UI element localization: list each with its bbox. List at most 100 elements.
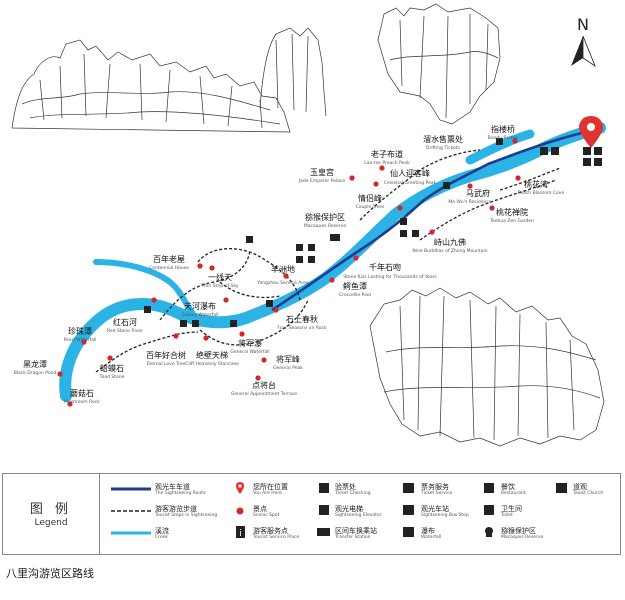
svg-text:溜水售票处: 溜水售票处 bbox=[423, 134, 463, 144]
svg-text:Yangzhou Service Area: Yangzhou Service Area bbox=[256, 280, 309, 286]
svg-text:Centennial House: Centennial House bbox=[149, 265, 189, 271]
tourist-trail bbox=[95, 149, 561, 373]
spot-mawufu: 马武府 Ma Wu's Residence bbox=[448, 183, 492, 205]
mountain-sketch-top-center bbox=[259, 3, 501, 125]
svg-text:i: i bbox=[239, 529, 242, 538]
you-are-here-marker bbox=[579, 116, 603, 148]
svg-text:珍珠潭: 珍珠潭 bbox=[68, 326, 92, 336]
spot-jiangjunpu: 将军瀑 General Waterfall bbox=[230, 331, 270, 355]
spot-laozibudao: 老子布道 Lao-tse Preach Peak bbox=[364, 149, 410, 171]
spot-juebitianti: 绝壁天梯 Cliff Heavenly Staircase bbox=[185, 335, 239, 367]
svg-text:天河瀑布: 天河瀑布 bbox=[184, 301, 216, 311]
toilet-icon bbox=[484, 505, 494, 515]
svg-text:黑龙潭: 黑龙潭 bbox=[23, 359, 47, 369]
spot-taohuachanyuan: 桃花禅院 Taohua Zen Garden bbox=[489, 205, 534, 224]
creek-branch bbox=[93, 259, 199, 321]
svg-text:千年石吻: 千年石吻 bbox=[369, 262, 401, 272]
svg-text:N: N bbox=[577, 15, 589, 34]
spot-moguoshi: 蘑菇石 Mushroom Rock bbox=[64, 388, 100, 407]
mountain-sketch-top-left bbox=[11, 39, 291, 133]
elevator-icon bbox=[319, 505, 329, 515]
waterfall-icon bbox=[403, 527, 414, 537]
spot-hamashi: 蛤蟆石 Toad Stone bbox=[99, 355, 125, 380]
svg-text:Thin Strip of Sky: Thin Strip of Sky bbox=[201, 283, 239, 289]
restaurant-icon bbox=[484, 483, 494, 493]
spot-hongshihe: 红石河 Red Stone River bbox=[107, 297, 157, 334]
svg-text:情侣峰: 情侣峰 bbox=[358, 193, 382, 203]
creek bbox=[59, 122, 606, 402]
svg-text:General Appointment Terrace: General Appointment Terrace bbox=[231, 391, 297, 397]
sightseeing-route-swatch bbox=[111, 487, 151, 491]
you-are-here-icon bbox=[236, 482, 244, 494]
svg-text:Cliff Heavenly Staircase: Cliff Heavenly Staircase bbox=[185, 361, 239, 367]
spot-heilongtan: 黑龙潭 Black Dragon Pond bbox=[14, 359, 63, 377]
svg-text:蘑菇石: 蘑菇石 bbox=[70, 388, 94, 398]
svg-text:点将台: 点将台 bbox=[252, 380, 276, 390]
legend-title-en: Legend bbox=[34, 518, 68, 528]
legend-title-zh: 图 例 bbox=[29, 502, 73, 517]
legend-title: 图 例 Legend bbox=[3, 474, 100, 554]
scenic-spot-icon bbox=[236, 507, 244, 515]
svg-text:百年老屋: 百年老屋 bbox=[153, 254, 185, 264]
spot-eyutan: 鳄鱼潭 Crocodile Pool bbox=[329, 277, 371, 298]
svg-text:Red Stone River: Red Stone River bbox=[107, 328, 143, 334]
svg-text:马武府: 马武府 bbox=[466, 188, 490, 198]
creek-swatch bbox=[111, 531, 151, 535]
spot-yanghedi: 羊洲地 Yangzhou Service Area bbox=[256, 264, 309, 286]
spot-taohuawan: 桃花湾 Peach Blossom Cove bbox=[515, 175, 564, 196]
ticket-service-icon bbox=[403, 483, 414, 493]
spot-zhilouqiao: 指楼桥 Boodu Bridge bbox=[488, 124, 519, 144]
svg-text:Peach Blossom Cove: Peach Blossom Cove bbox=[518, 190, 565, 196]
svg-text:将军瀑: 将军瀑 bbox=[238, 338, 262, 348]
svg-text:指楼桥: 指楼桥 bbox=[491, 124, 515, 134]
svg-text:Macaques Reserve: Macaques Reserve bbox=[304, 223, 346, 229]
spot-xianrenyingke: 仙人迎客峰 Celestial Greeting Peak bbox=[373, 168, 437, 187]
svg-text:Boodu Bridge: Boodu Bridge bbox=[488, 135, 519, 141]
spot-chishanjiufo: 峙山九佛 Nine Buddhas of Zhong Mountain bbox=[412, 229, 488, 254]
svg-text:Drifting Tickets: Drifting Tickets bbox=[426, 145, 461, 151]
svg-text:Galaxy Waterfall: Galaxy Waterfall bbox=[181, 312, 218, 318]
svg-text:Black Dragon Pond: Black Dragon Pond bbox=[14, 370, 57, 376]
svg-text:Couple Trees: Couple Trees bbox=[356, 204, 385, 210]
svg-text:Pearl Waterfall: Pearl Waterfall bbox=[64, 337, 97, 343]
svg-text:Lao-tse Preach Peak: Lao-tse Preach Peak bbox=[364, 160, 410, 166]
spot-dianjiangtai: 点将台 General Appointment Terrace bbox=[231, 375, 297, 397]
spot-zhenzhutan: 珍珠潭 Pearl Waterfall bbox=[64, 326, 97, 345]
bus-stop-icon bbox=[403, 505, 414, 515]
svg-text:羊洲地: 羊洲地 bbox=[271, 264, 295, 274]
service-icons bbox=[144, 138, 602, 327]
tourist-trail-swatch bbox=[111, 510, 151, 512]
svg-text:Mushroom Rock: Mushroom Rock bbox=[64, 399, 100, 405]
svg-text:General Waterfall: General Waterfall bbox=[230, 349, 269, 355]
spot-bainianlaowu: 百年老屋 Centennial House bbox=[149, 254, 203, 271]
mountain-sketch-bottom-right bbox=[369, 287, 605, 447]
svg-text:一线天: 一线天 bbox=[208, 272, 232, 282]
svg-text:桃花湾: 桃花湾 bbox=[524, 179, 548, 189]
scenic-spots: 指楼桥 Boodu Bridge 溜水售票处 Drifting Tickets … bbox=[14, 124, 564, 407]
ticket-check-icon bbox=[319, 483, 329, 493]
svg-text:玉皇宫: 玉皇宫 bbox=[310, 167, 334, 177]
scenic-route-map: N bbox=[11, 3, 606, 447]
svg-text:General Peak: General Peak bbox=[273, 365, 303, 371]
svg-text:仙人迎客峰: 仙人迎客峰 bbox=[390, 168, 430, 178]
spot-shishangchunqiu: 石上春秋 Four Seasons on Rock bbox=[273, 307, 327, 331]
svg-text:Eternal Love Tree: Eternal Love Tree bbox=[147, 361, 186, 367]
svg-text:猕猴保护区: 猕猴保护区 bbox=[305, 212, 345, 222]
svg-text:Jade Emperor Palace: Jade Emperor Palace bbox=[298, 178, 346, 184]
svg-text:桃花禅院: 桃花禅院 bbox=[496, 207, 528, 217]
